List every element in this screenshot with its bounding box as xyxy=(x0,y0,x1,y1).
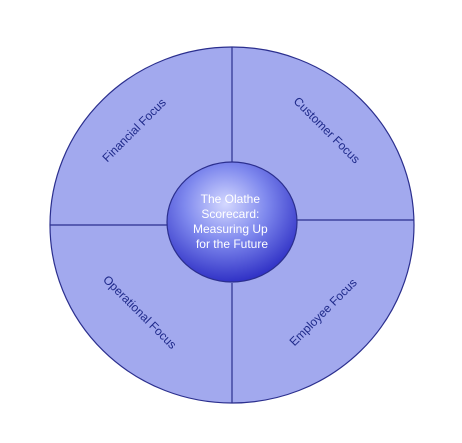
center-title: The Olathe Scorecard: Measuring Up for t… xyxy=(193,192,271,251)
center-line-2: Scorecard: xyxy=(201,207,259,221)
center-line-3: Measuring Up xyxy=(193,222,268,236)
center-line-1: The Olathe xyxy=(201,192,261,206)
center-line-4: for the Future xyxy=(196,237,268,251)
center-circle xyxy=(166,161,298,283)
